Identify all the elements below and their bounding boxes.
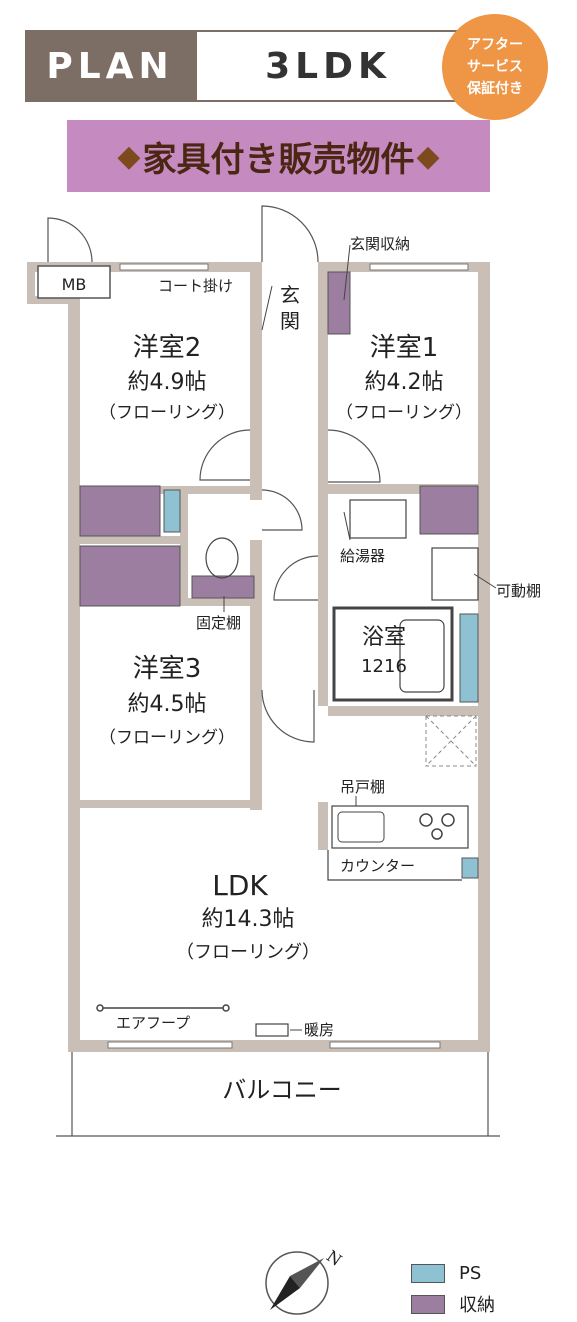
balcony-label: バルコニー	[222, 1076, 342, 1104]
layout-type: 3LDK	[195, 30, 461, 102]
room-bath-name: 浴室	[362, 625, 406, 650]
entrance-opening	[262, 262, 318, 276]
windows	[107, 263, 469, 1049]
washstand	[349, 499, 407, 539]
badge-line-3: 保証付き	[467, 81, 523, 97]
mb-label: MB	[62, 275, 87, 294]
room-western1-name: 洋室1	[370, 333, 439, 363]
diamond-left-icon: ◆	[117, 138, 141, 174]
sink	[337, 811, 385, 843]
label-water-heater: 給湯器	[340, 547, 385, 565]
counter-outline	[327, 850, 462, 881]
room-ldk-size: 約14.3帖	[202, 907, 295, 932]
compass-icon: N	[265, 1246, 345, 1315]
header: PLAN 3LDK	[25, 30, 461, 102]
bathtub	[399, 619, 445, 693]
furnished-banner: ◆ 家具付き販売物件 ◆	[67, 120, 490, 192]
diamond-right-icon: ◆	[416, 138, 440, 174]
floor-plan: 洋室2 約4.9帖 （フローリング） 洋室1 約4.2帖 （フローリング） 洋室…	[27, 205, 541, 1315]
balcony	[56, 1052, 500, 1137]
label-movable-shelf: 可動棚	[496, 582, 541, 600]
mb-box	[37, 265, 111, 299]
room-western1-floor: （フローリング）	[336, 403, 472, 423]
label-entrance-storage: 玄関収納	[350, 235, 410, 253]
entrance-char-1: 玄	[280, 283, 300, 307]
leader-lines	[223, 244, 497, 1031]
skylight	[425, 715, 477, 767]
room-western2-size: 約4.9帖	[128, 370, 207, 395]
label-heating: 暖房	[304, 1021, 334, 1039]
plan-label: PLAN	[25, 30, 195, 102]
kitchen-counter	[331, 805, 469, 849]
label-hanging-cabinet: 吊戸棚	[340, 778, 385, 796]
room-western1-size: 約4.2帖	[365, 370, 444, 395]
room-western3-name: 洋室3	[133, 654, 202, 684]
toilet	[205, 537, 239, 579]
badge-line-2: サービス	[467, 59, 523, 75]
entrance-char-2: 関	[280, 309, 300, 333]
legend-item-ps: PS	[411, 1263, 481, 1284]
room-western3-size: 約4.5帖	[128, 692, 207, 717]
room-western2-floor: （フローリング）	[99, 403, 235, 423]
laundry-pan	[431, 547, 479, 601]
legend-item-storage: 収納	[411, 1291, 495, 1317]
legend-label-ps: PS	[459, 1263, 482, 1284]
room-western2-name: 洋室2	[133, 333, 202, 363]
label-fixed-shelf: 固定棚	[196, 614, 241, 632]
air-hoop	[96, 1004, 230, 1012]
room-ldk-floor: （フローリング）	[176, 942, 320, 963]
compass-north-label: N	[323, 1246, 345, 1270]
heater	[255, 1023, 289, 1037]
badge-line-1: アフター	[467, 37, 523, 53]
label-counter: カウンター	[340, 857, 415, 875]
stove-icon	[419, 813, 455, 840]
legend-swatch-storage	[411, 1294, 445, 1314]
legend-label-storage: 収納	[459, 1295, 495, 1316]
door-swings	[47, 205, 381, 743]
outer-walls	[27, 262, 490, 1052]
label-coat-hanger: コート掛け	[158, 277, 233, 295]
banner-text: 家具付き販売物件	[142, 139, 415, 180]
label-air-hoop: エアフープ	[116, 1014, 190, 1032]
room-western3-floor: （フローリング）	[99, 728, 235, 748]
legend-swatch-ps	[411, 1264, 445, 1283]
after-service-badge: アフター サービス 保証付き	[442, 14, 548, 120]
room-bath-size: 1216	[361, 656, 407, 677]
room-ldk-name: LDK	[212, 869, 268, 902]
bathtub-frame	[332, 606, 454, 702]
ps-shafts	[163, 489, 479, 879]
